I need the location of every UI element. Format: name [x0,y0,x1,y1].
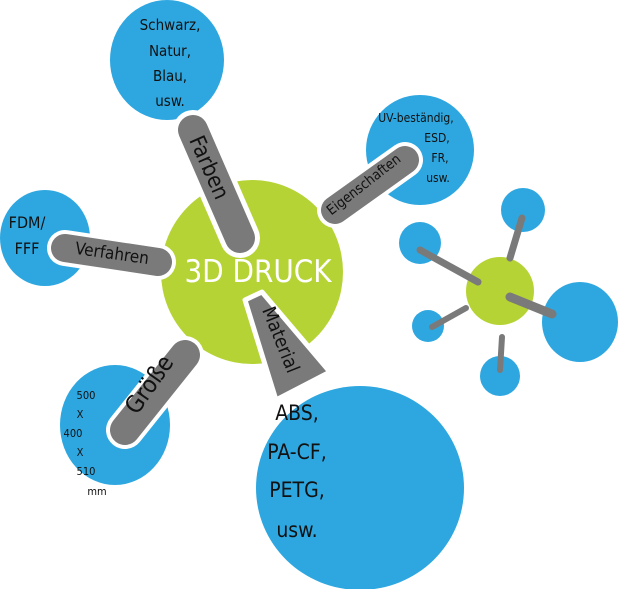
eigenschaften-items: UV-beständig, ESD, FR, usw. [378,111,453,185]
item: Natur, [149,42,191,60]
center-node [161,180,343,364]
molecule-decoration [399,188,618,396]
item: usw. [155,92,185,110]
item: X [77,408,84,421]
item: usw. [426,171,450,185]
groesse-items: 500 X 400 X 510 mm [64,389,107,498]
item: mm [87,485,106,498]
molecule-node [480,356,520,396]
item: PA-CF, [267,440,326,464]
item: ABS, [275,401,319,425]
item: 500 [77,389,96,402]
molecule-center [466,257,534,325]
molecule-node [412,310,444,342]
verfahren-items: FDM/ FFF [9,213,46,258]
farben-items: Schwarz, Natur, Blau, usw. [140,16,201,110]
item: FFF [15,239,40,258]
item: FDM/ [9,213,46,232]
center-label: 3D DRUCK [184,254,332,290]
item: 510 [77,465,96,478]
farben-node [110,0,224,120]
item: usw. [276,518,317,542]
item: ESD, [424,131,449,145]
item: 400 [64,427,83,440]
item: X [77,446,84,459]
molecule-node [501,188,545,232]
item: Blau, [153,67,187,85]
material-items: ABS, PA-CF, PETG, usw. [267,401,326,542]
item: UV-beständig, [378,111,453,125]
molecule-node [542,282,618,362]
item: FR, [431,151,448,165]
material-node [256,386,464,589]
item: Schwarz, [140,16,201,34]
connectors [47,110,423,449]
item: PETG, [269,478,325,502]
